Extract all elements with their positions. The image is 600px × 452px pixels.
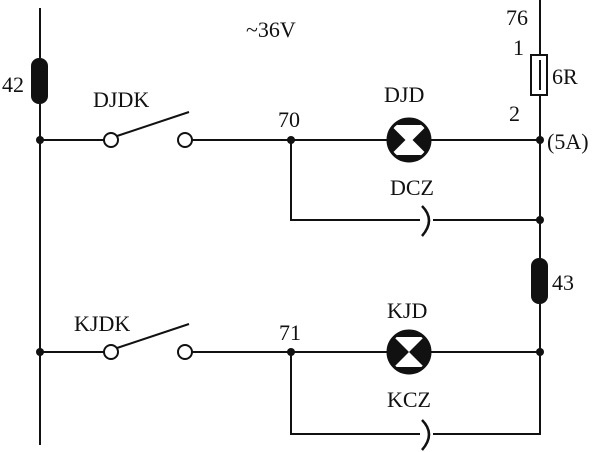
switch-djdk-blade — [116, 111, 190, 137]
switch-kjdk-label: KJDK — [74, 311, 130, 336]
switch-contact-d — [177, 344, 193, 360]
lamp-kjd-icon — [386, 329, 432, 375]
lamp-djd-icon — [386, 117, 432, 163]
wire-71-label: 71 — [279, 320, 301, 345]
wire-dcz-left — [290, 140, 420, 221]
supply-voltage-label: ~36V — [246, 17, 296, 42]
wire-70-label: 70 — [278, 107, 300, 132]
wire-kcz-left — [290, 352, 420, 435]
node-fuse-out — [536, 136, 544, 144]
terminal-42-label: 42 — [2, 72, 24, 97]
fuse-rating-label: (5A) — [547, 129, 589, 154]
socket-dcz-label: DCZ — [390, 175, 434, 200]
socket-dcz-icon — [421, 205, 431, 237]
fuse-name-label: 6R — [552, 64, 578, 89]
node-dcz-right — [536, 216, 544, 224]
wire-76-label: 76 — [506, 5, 528, 30]
switch-kjdk-blade — [116, 323, 190, 349]
switch-contact-a — [103, 132, 119, 148]
socket-kcz-label: KCZ — [387, 387, 431, 412]
lamp-djd-label: DJD — [384, 82, 424, 107]
switch-contact-c — [103, 344, 119, 360]
terminal-43 — [531, 258, 548, 304]
switch-djdk-label: DJDK — [93, 87, 149, 112]
terminal-42 — [31, 58, 48, 104]
lamp-kjd-label: KJD — [387, 298, 427, 323]
fuse-pin-2-label: 2 — [509, 101, 520, 126]
fuse-pin-1-label: 1 — [513, 35, 524, 60]
switch-contact-b — [177, 132, 193, 148]
terminal-43-label: 43 — [552, 270, 574, 295]
socket-kcz-icon — [421, 419, 431, 451]
wire-kcz-right — [433, 352, 541, 435]
